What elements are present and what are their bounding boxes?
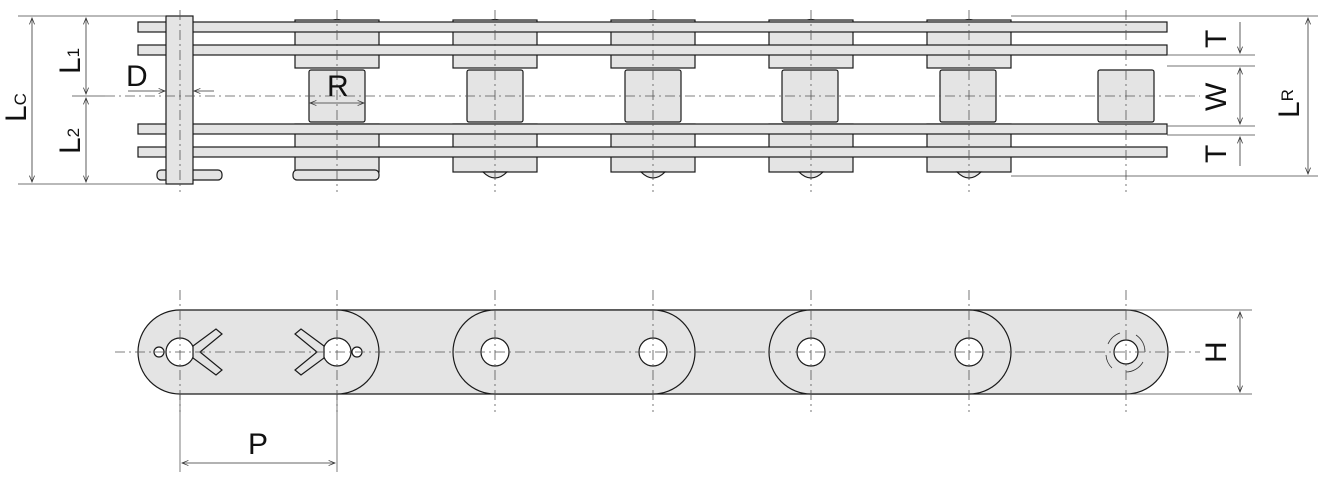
label-p: P	[248, 428, 268, 461]
extension-lines-top	[18, 15, 1318, 185]
labels-top: LC L1 L2 D R T W T LR	[0, 30, 1306, 163]
svg-text:L2: L2	[54, 128, 87, 154]
strip-top-2	[137, 44, 1168, 56]
label-l2: L2	[54, 128, 87, 154]
dimension-lines-side	[179, 309, 1252, 472]
svg-text:T: T	[1200, 30, 1233, 48]
top-view: LC L1 L2 D R T W T LR	[0, 10, 1318, 192]
center-lines-top	[105, 10, 1200, 192]
dimension-lines-top	[32, 18, 1308, 182]
label-w: W	[1200, 82, 1233, 111]
svg-text:L1: L1	[54, 48, 87, 74]
label-lr: LR	[1273, 89, 1306, 118]
label-d: D	[126, 60, 148, 93]
side-view: H P	[115, 290, 1252, 472]
center-lines-side	[115, 290, 1200, 412]
svg-text:H: H	[1200, 341, 1233, 363]
label-lc: LC	[0, 93, 33, 122]
svg-text:LC: LC	[0, 93, 33, 122]
label-r: R	[327, 70, 349, 103]
pin-heads-bottom	[156, 169, 983, 181]
svg-text:LR: LR	[1273, 89, 1306, 118]
label-h: H	[1200, 341, 1233, 363]
label-l1: L1	[54, 48, 87, 74]
label-t-top: T	[1200, 30, 1233, 48]
connecting-pin	[165, 15, 194, 185]
label-t-bottom: T	[1200, 145, 1233, 163]
strip-bottom-2	[137, 146, 1168, 158]
svg-text:W: W	[1200, 82, 1233, 111]
strip-top-1	[137, 21, 1168, 33]
strip-bottom-1	[137, 123, 1168, 135]
svg-text:T: T	[1200, 145, 1233, 163]
